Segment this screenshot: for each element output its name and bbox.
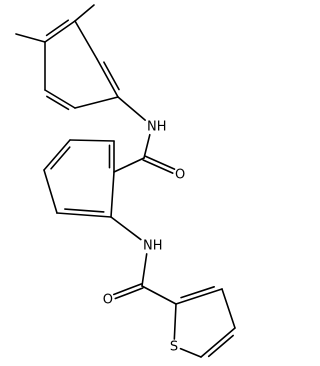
bond-n2-c14	[141, 253, 148, 287]
atom-n-text: NH	[147, 120, 167, 135]
bond-c5-c6	[44, 89, 76, 111]
bond-c2-c3	[74, 20, 98, 60]
atom-label-o2: O	[103, 293, 113, 308]
atom-label-n2: NH	[143, 239, 163, 254]
bond-n1-c7	[143, 133, 151, 159]
atom-s-text: S	[170, 340, 178, 355]
bond-c15-c16	[175, 286, 223, 305]
bond-c3-c4	[44, 19, 76, 43]
atom-label-n1: NH	[147, 120, 167, 135]
bond-c1-n1	[117, 96, 146, 121]
bond-c13-c8	[110, 171, 115, 218]
atom-o-text: O	[103, 293, 113, 308]
bond-c12-c13	[56, 208, 112, 218]
bond-c16-c17	[221, 288, 236, 329]
molecule-svg: NH O NH O S	[15, 4, 236, 358]
bond-c3-me3	[74, 4, 95, 22]
bond-c9-c10	[69, 139, 115, 142]
bond-c8-c9	[108, 140, 115, 173]
bond-c17-c18	[200, 327, 236, 358]
atom-n-text: NH	[143, 239, 163, 254]
bond-c7-o1	[142, 155, 176, 174]
atom-label-s1: S	[170, 340, 178, 355]
bond-c11-c12	[43, 169, 58, 214]
bond-c1-c2	[96, 58, 120, 98]
bond-c13-n2	[110, 216, 142, 241]
structure-diagram: NH O NH O S	[15, 4, 236, 358]
bond-c14-o2	[112, 283, 144, 300]
bond-c4-me4	[15, 33, 46, 43]
bond-c7-c8	[113, 157, 145, 173]
bond-c14-c15	[141, 285, 177, 305]
bond-c18-s1	[179, 347, 202, 358]
bond-c6-c1	[74, 96, 119, 109]
bond-c10-c11	[43, 139, 71, 171]
atom-label-o1: O	[175, 168, 185, 183]
bond-s1-c15	[173, 303, 177, 340]
atom-o-text: O	[175, 168, 185, 183]
